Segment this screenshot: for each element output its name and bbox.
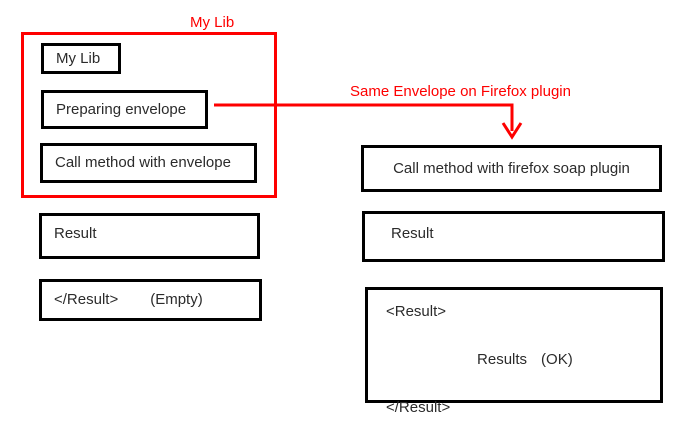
node-result-close-empty[interactable]: </Result> (Empty) (39, 279, 262, 321)
result-note-empty: (Empty) (150, 291, 203, 308)
node-result-xml-ok[interactable]: <Result> Results (OK) </Result> (365, 287, 663, 415)
result-open-tag-right: <Result> (386, 303, 447, 320)
node-call-method-firefox-plugin-label: Call method with firefox soap plugin (393, 159, 630, 177)
node-call-method-with-envelope[interactable]: Call method with envelope (40, 143, 257, 183)
node-my-lib[interactable]: My Lib (41, 43, 121, 74)
node-preparing-envelope[interactable]: Preparing envelope (41, 90, 208, 129)
group-label-my-lib: My Lib (190, 14, 235, 31)
node-result-right-label: Result (391, 225, 434, 242)
node-result-left-label: Result (54, 225, 97, 242)
result-close-tag-left: </Result> (54, 291, 119, 308)
result-body-right: Results (477, 351, 528, 368)
node-result-right[interactable]: Result (362, 211, 665, 262)
result-close-tag-right: </Result> (386, 399, 451, 416)
node-call-method-firefox-plugin[interactable]: Call method with firefox soap plugin (361, 145, 662, 192)
result-body-row: Results (OK) (386, 337, 660, 382)
node-my-lib-label: My Lib (56, 49, 101, 67)
node-preparing-envelope-label: Preparing envelope (56, 100, 187, 118)
node-call-method-with-envelope-label: Call method with envelope (55, 154, 231, 171)
result-note-ok: (OK) (541, 351, 573, 368)
node-result-left[interactable]: Result (39, 213, 260, 259)
connector-label-same-envelope: Same Envelope on Firefox plugin (350, 83, 571, 100)
